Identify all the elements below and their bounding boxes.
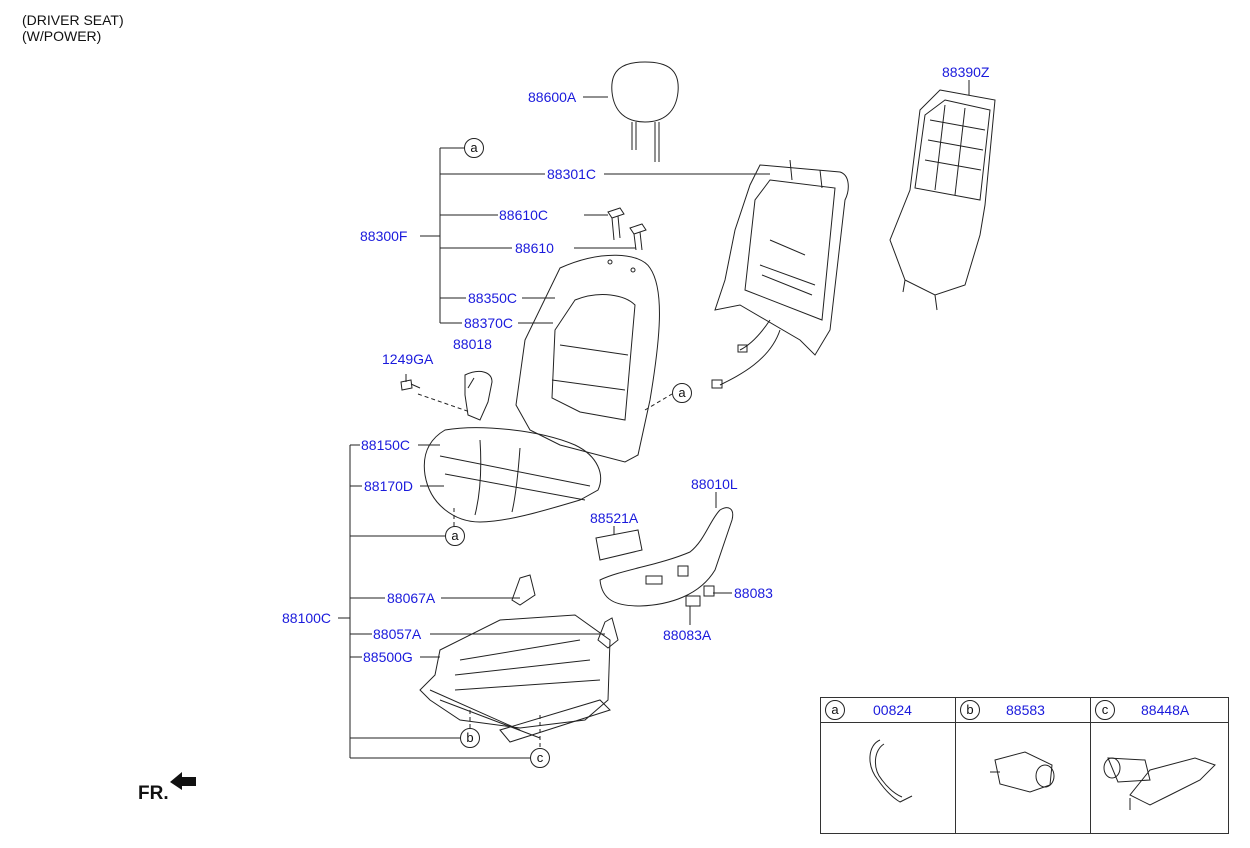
part-88067A[interactable]: 88067A (387, 590, 436, 606)
legend-part-88583[interactable]: 88583 (1006, 702, 1045, 718)
part-88010L[interactable]: 88010L (691, 476, 738, 492)
part-88600A[interactable]: 88600A (528, 89, 577, 105)
part-88610[interactable]: 88610 (515, 240, 554, 256)
diagram-title-line2: (W/POWER) (22, 28, 102, 44)
seat-cushion-drawing (423, 427, 602, 523)
legend-image-a (820, 722, 956, 834)
headrest-guide-drawing (607, 207, 647, 251)
part-88521A[interactable]: 88521A (590, 510, 639, 526)
legend-cell-b: b 88583 (955, 697, 1091, 723)
leader-lines (338, 80, 970, 759)
legend-part-00824[interactable]: 00824 (873, 702, 912, 718)
legend-image-c (1090, 722, 1229, 834)
headrest-drawing (611, 61, 679, 162)
legend-image-b (955, 722, 1091, 834)
part-88390Z[interactable]: 88390Z (942, 64, 990, 80)
side-cover-drawing (400, 371, 493, 421)
legend-part-88448A[interactable]: 88448A (1141, 702, 1190, 718)
part-88610C[interactable]: 88610C (499, 207, 549, 223)
part-88300F[interactable]: 88300F (360, 228, 408, 244)
part-88370C[interactable]: 88370C (464, 315, 514, 331)
legend-letter-c: c (1095, 700, 1115, 720)
seatback-cushion-drawing (515, 254, 660, 463)
part-88083[interactable]: 88083 (734, 585, 773, 601)
part-88018[interactable]: 88018 (453, 336, 492, 352)
callout-a-top: a (464, 138, 484, 158)
legend-letter-b: b (960, 700, 980, 720)
part-88150C[interactable]: 88150C (361, 437, 411, 453)
callout-b: b (460, 728, 480, 748)
callout-a-seat: a (445, 526, 465, 546)
seatback-frame-drawing (711, 159, 849, 389)
part-88170D[interactable]: 88170D (364, 478, 414, 494)
part-88100C[interactable]: 88100C (282, 610, 332, 626)
legend-cell-a: a 00824 (820, 697, 956, 723)
legend-table: a 00824 b 88583 c 88448A (820, 697, 1229, 834)
front-direction-label: FR. (138, 783, 169, 804)
seatback-board-drawing (889, 89, 996, 311)
callout-c: c (530, 748, 550, 768)
diagram-title-line1: (DRIVER SEAT) (22, 12, 124, 28)
legend-cell-c: c 88448A (1090, 697, 1229, 723)
part-88350C[interactable]: 88350C (468, 290, 518, 306)
side-shield-drawing (595, 507, 734, 607)
callout-a-back: a (672, 383, 692, 403)
seat-track-drawing (419, 574, 619, 743)
part-88301C[interactable]: 88301C (547, 166, 597, 182)
part-88083A[interactable]: 88083A (663, 627, 712, 643)
part-88057A[interactable]: 88057A (373, 626, 422, 642)
legend-letter-a: a (825, 700, 845, 720)
front-arrow-icon (170, 772, 196, 790)
part-88500G[interactable]: 88500G (363, 649, 413, 665)
part-1249GA[interactable]: 1249GA (382, 351, 434, 367)
